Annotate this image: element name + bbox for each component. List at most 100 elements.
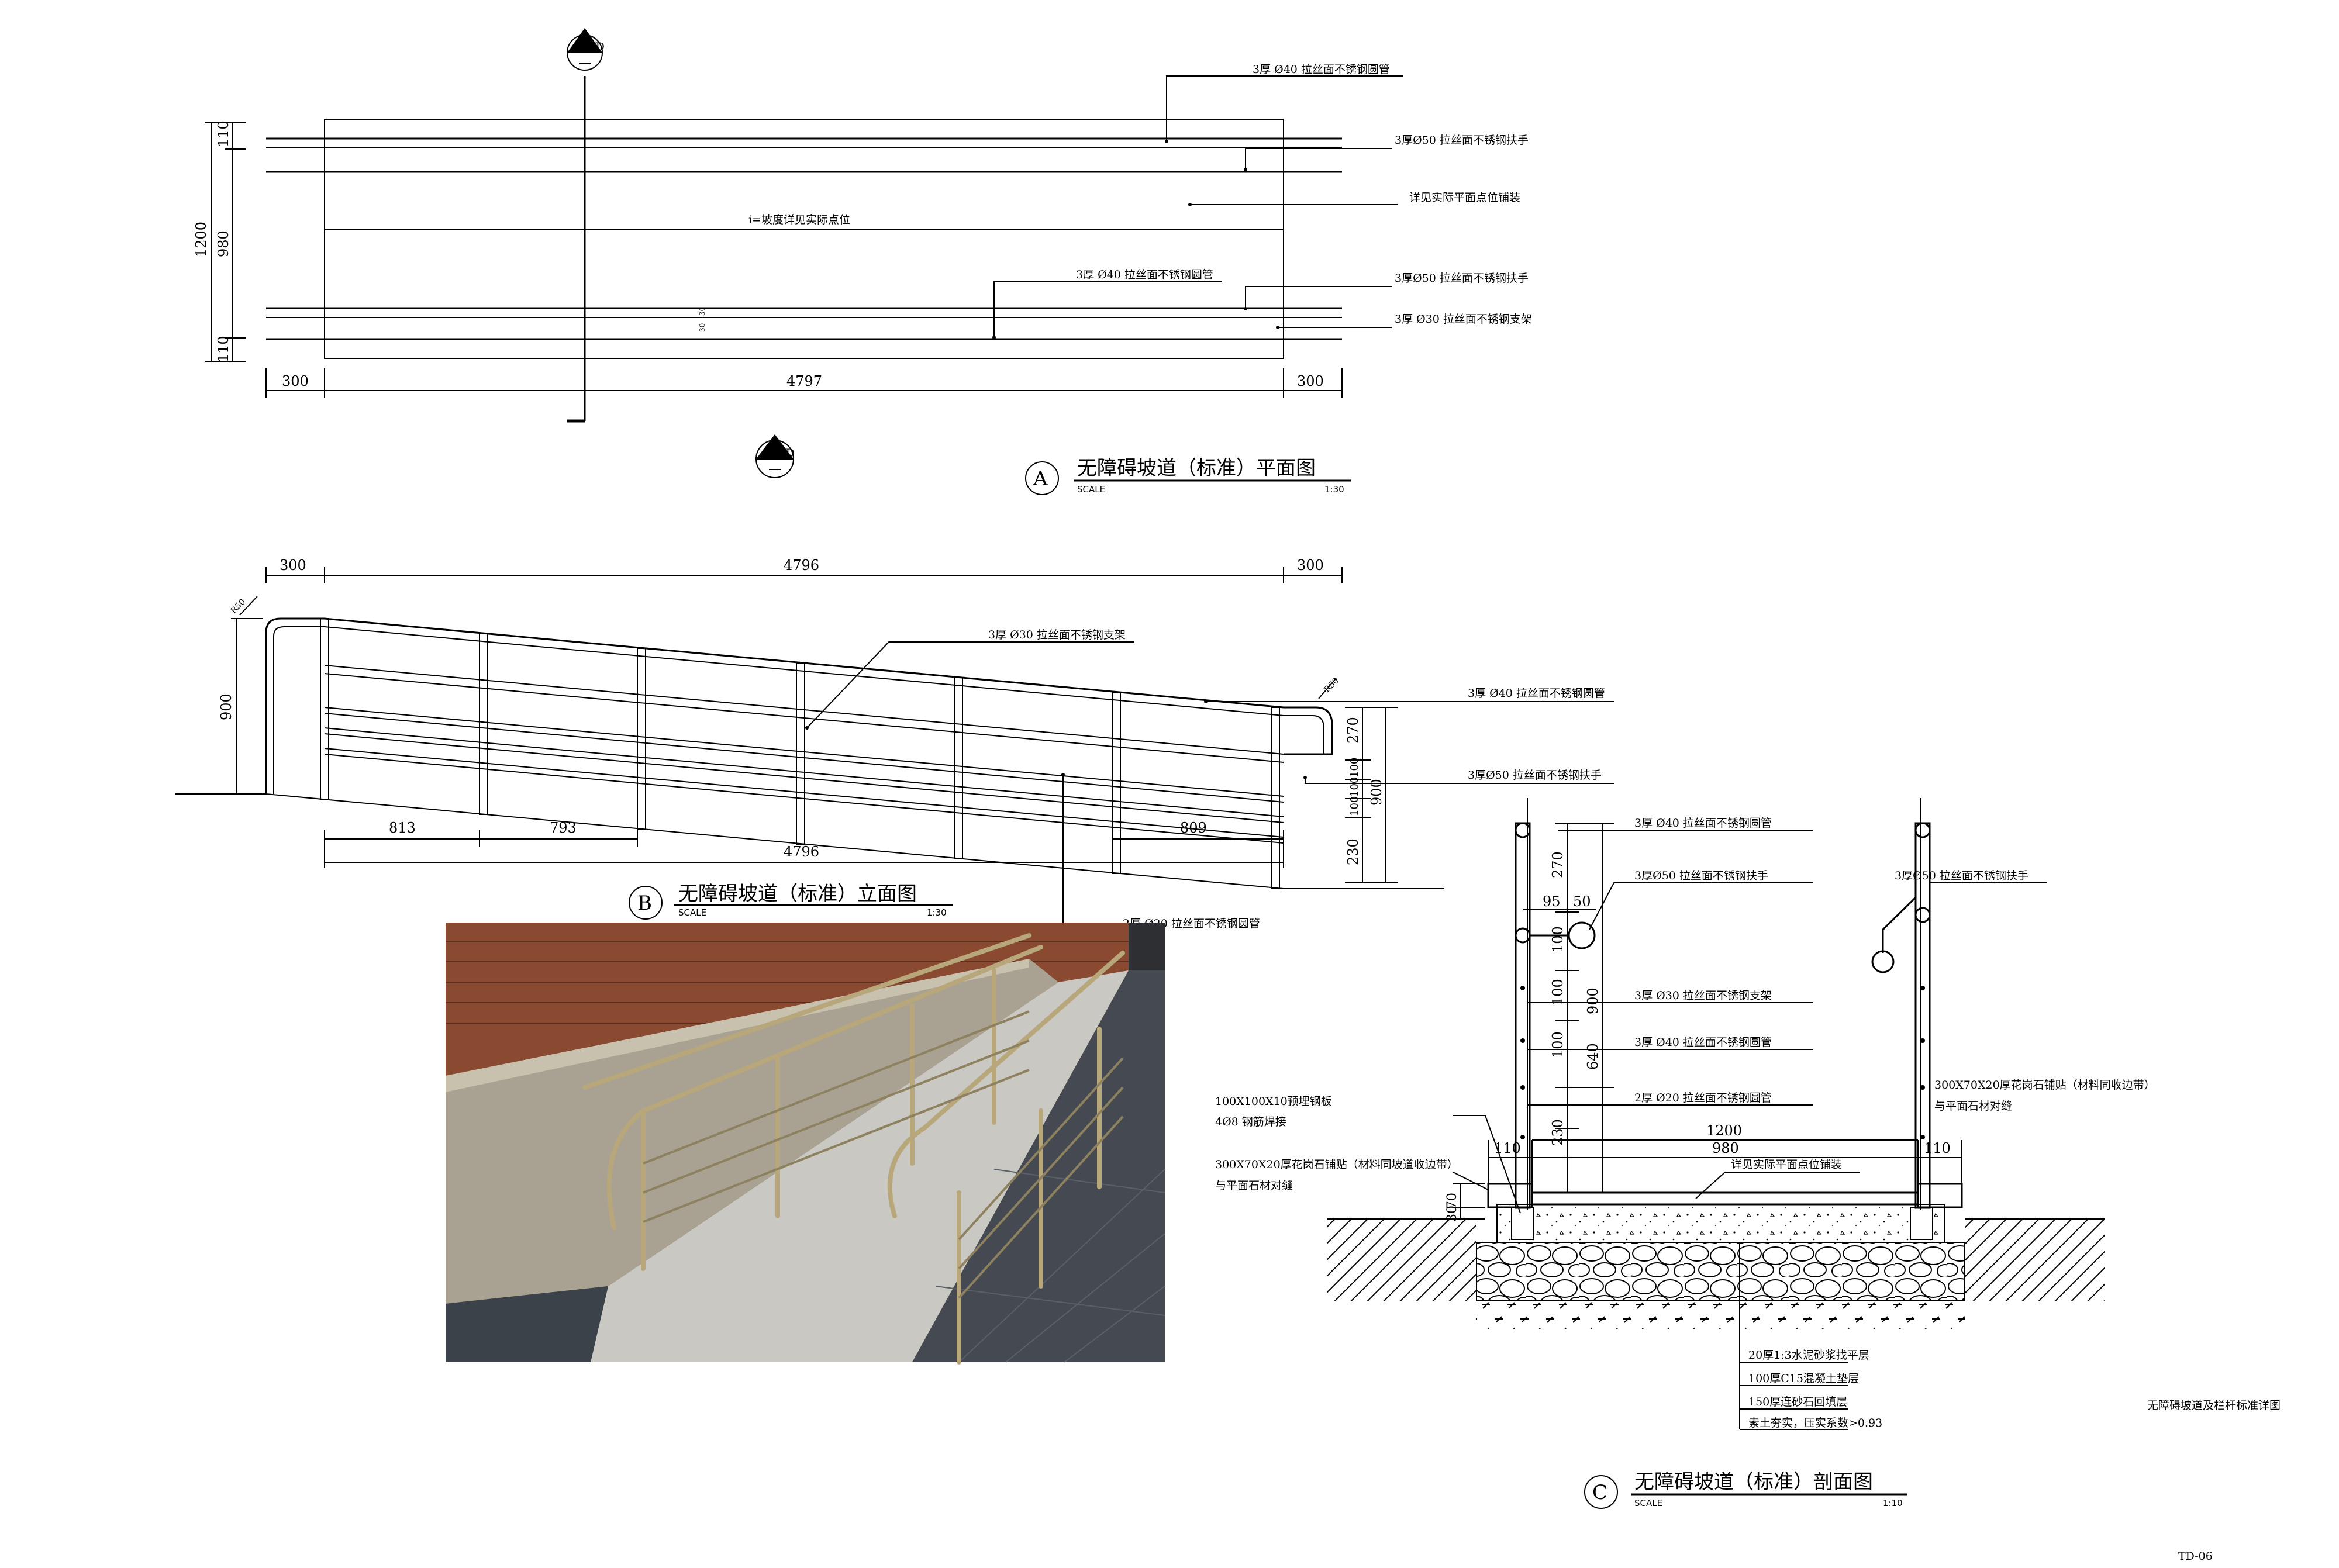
slope-note: i=坡度详见实际点位 [748,213,850,226]
svg-text:TD: TD [588,40,605,53]
plan-title: 无障碍坡道（标准）平面图 [1077,457,1316,480]
svg-text:1200: 1200 [193,222,209,257]
section-marker-b: B TD [755,434,795,478]
section-note-layer1: 20厚1:3水泥砂浆找平层 [1748,1349,1869,1362]
section-note-plate: 100X100X10预埋钢板 [1215,1095,1332,1108]
svg-text:30: 30 [698,307,706,316]
section-post-right [1871,822,1931,1209]
svg-text:95: 95 [1543,893,1561,910]
section-dimensions: 270 100 100 100 230 900 640 95 50 1200 9… [1445,823,1962,1222]
elevation-title: 无障碍坡道（标准）立面图 [678,882,917,906]
svg-text:30: 30 [698,323,706,332]
svg-text:300: 300 [1297,557,1324,574]
reference-photo [446,923,1165,1365]
svg-text:900: 900 [1585,987,1601,1014]
plan-note-paving: 详见实际平面点位铺装 [1409,191,1520,204]
svg-text:SCALE: SCALE [1634,1498,1662,1508]
svg-text:1:30: 1:30 [927,907,947,918]
section-note-bracket: 3厚 Ø30 拉丝面不锈钢支架 [1634,989,1772,1002]
svg-text:110: 110 [215,120,232,147]
svg-text:SCALE: SCALE [1077,484,1105,495]
section-marker-c: C TD [567,28,605,71]
svg-text:70: 70 [1445,1193,1460,1209]
plan-title-block: A 无障碍坡道（标准）平面图 SCALE 1:30 [1025,457,1351,495]
svg-text:809: 809 [1180,820,1207,836]
svg-text:230: 230 [1345,838,1361,865]
svg-text:100: 100 [1550,979,1566,1006]
svg-text:R50: R50 [229,597,247,615]
svg-text:30: 30 [1445,1206,1460,1222]
section-note-granite-left-1: 300X70X20厚花岗石铺贴（材料同坡道收边带） [1215,1158,1458,1171]
svg-text:C: C [573,40,582,53]
svg-text:4796: 4796 [784,844,819,860]
plan-note-bracket: 3厚 Ø30 拉丝面不锈钢支架 [1395,313,1532,326]
section-note-tube40b: 3厚 Ø40 拉丝面不锈钢圆管 [1634,1036,1772,1049]
section-note-granite-left-2: 与平面石材对缝 [1215,1179,1293,1192]
section-title: 无障碍坡道（标准）剖面图 [1634,1470,1873,1494]
drawing-title: 无障碍坡道及栏杆标准详图 [2147,1399,2281,1412]
section-note-paving: 详见实际平面点位铺装 [1731,1158,1842,1171]
svg-text:A: A [1033,467,1048,491]
svg-text:980: 980 [215,230,232,257]
svg-text:C: C [1592,1481,1607,1504]
elevation-right-dimensions: 270 100 100 100 230 900 [1345,707,1398,883]
elevation-note-bracket: 3厚 Ø30 拉丝面不锈钢支架 [988,628,1126,641]
elevation-top-handrail [265,617,1333,794]
section-note-granite-right-1: 300X70X20厚花岗石铺贴（材料同收边带） [1934,1079,2155,1092]
embed-plate-right [1910,1207,1933,1240]
svg-text:900: 900 [218,693,234,720]
elevation-note-handrail: 3厚Ø50 拉丝面不锈钢扶手 [1468,769,1602,782]
embed-plate-left [1511,1207,1534,1240]
svg-text:100: 100 [1550,926,1566,953]
section-note-layer3: 150厚连砂石回填层 [1748,1396,1847,1408]
gravel-backfill [1476,1242,1965,1301]
existing-ground-left [1327,1219,1476,1301]
elevation-posts [320,618,1280,889]
section-note-tube40: 3厚 Ø40 拉丝面不锈钢圆管 [1634,817,1772,830]
section-note-granite-right-2: 与平面石材对缝 [1934,1100,2012,1113]
svg-text:110: 110 [1924,1140,1951,1156]
section-note-anchor: 4Ø8 钢筋焊接 [1215,1115,1286,1128]
compacted-soil [1476,1301,1965,1329]
plan-bottom-dimensions: 300 4797 300 [265,368,1343,398]
section-leaders [1453,830,2047,1430]
elevation-leaders [805,641,1614,927]
plan-leaders [992,75,1403,339]
section-view: 270 100 100 100 230 900 640 95 50 1200 9… [1215,798,2155,1509]
svg-text:110: 110 [1494,1140,1521,1156]
svg-text:270: 270 [1345,717,1361,744]
svg-text:SCALE: SCALE [678,907,706,918]
svg-text:B: B [764,447,772,460]
svg-text:4796: 4796 [784,557,819,574]
paving-surface [1531,1191,1919,1206]
svg-text:230: 230 [1550,1119,1566,1146]
ramp-outline [324,119,1284,359]
svg-text:1:30: 1:30 [1324,484,1344,495]
elevation-top-dimensions: 300 4796 300 [265,557,1343,583]
svg-text:270: 270 [1550,851,1566,878]
elevation-note-tube40: 3厚 Ø40 拉丝面不锈钢圆管 [1468,687,1605,700]
svg-text:100: 100 [1348,777,1361,797]
plan-view: i=坡度详见实际点位 C TD B TD [193,28,1532,495]
elevation-view: 300 4796 300 900 R50 R50 813 793 809 [175,557,1614,930]
section-note-handrail-right: 3厚Ø50 拉丝面不锈钢扶手 [1895,869,2028,882]
sheet-code: TD-06 [2178,1550,2213,1563]
svg-text:980: 980 [1712,1140,1739,1156]
plan-left-dimensions: 1200 110 980 110 [193,120,246,362]
svg-text:100: 100 [1550,1031,1566,1058]
plan-note-handrail-top: 3厚Ø50 拉丝面不锈钢扶手 [1395,134,1529,147]
elevation-bottom-dimensions: 813 793 809 4796 [324,820,1284,868]
section-post-left [1515,822,1596,1209]
existing-ground-right [1965,1219,2105,1301]
svg-text:300: 300 [1297,373,1324,389]
plan-note-tube-bottom: 3厚 Ø40 拉丝面不锈钢圆管 [1076,268,1213,281]
svg-text:813: 813 [389,820,416,836]
svg-text:B: B [637,892,652,915]
elevation-left-dimensions: 900 R50 R50 [218,596,1341,795]
section-title-block: C 无障碍坡道（标准）剖面图 SCALE 1:10 [1584,1470,1907,1509]
section-note-layer4: 素土夯实，压实系数>0.93 [1748,1417,1882,1429]
section-note-tube20: 2厚 Ø20 拉丝面不锈钢圆管 [1634,1092,1772,1104]
svg-text:50: 50 [1573,893,1591,910]
plan-note-tube-top: 3厚 Ø40 拉丝面不锈钢圆管 [1253,63,1390,76]
